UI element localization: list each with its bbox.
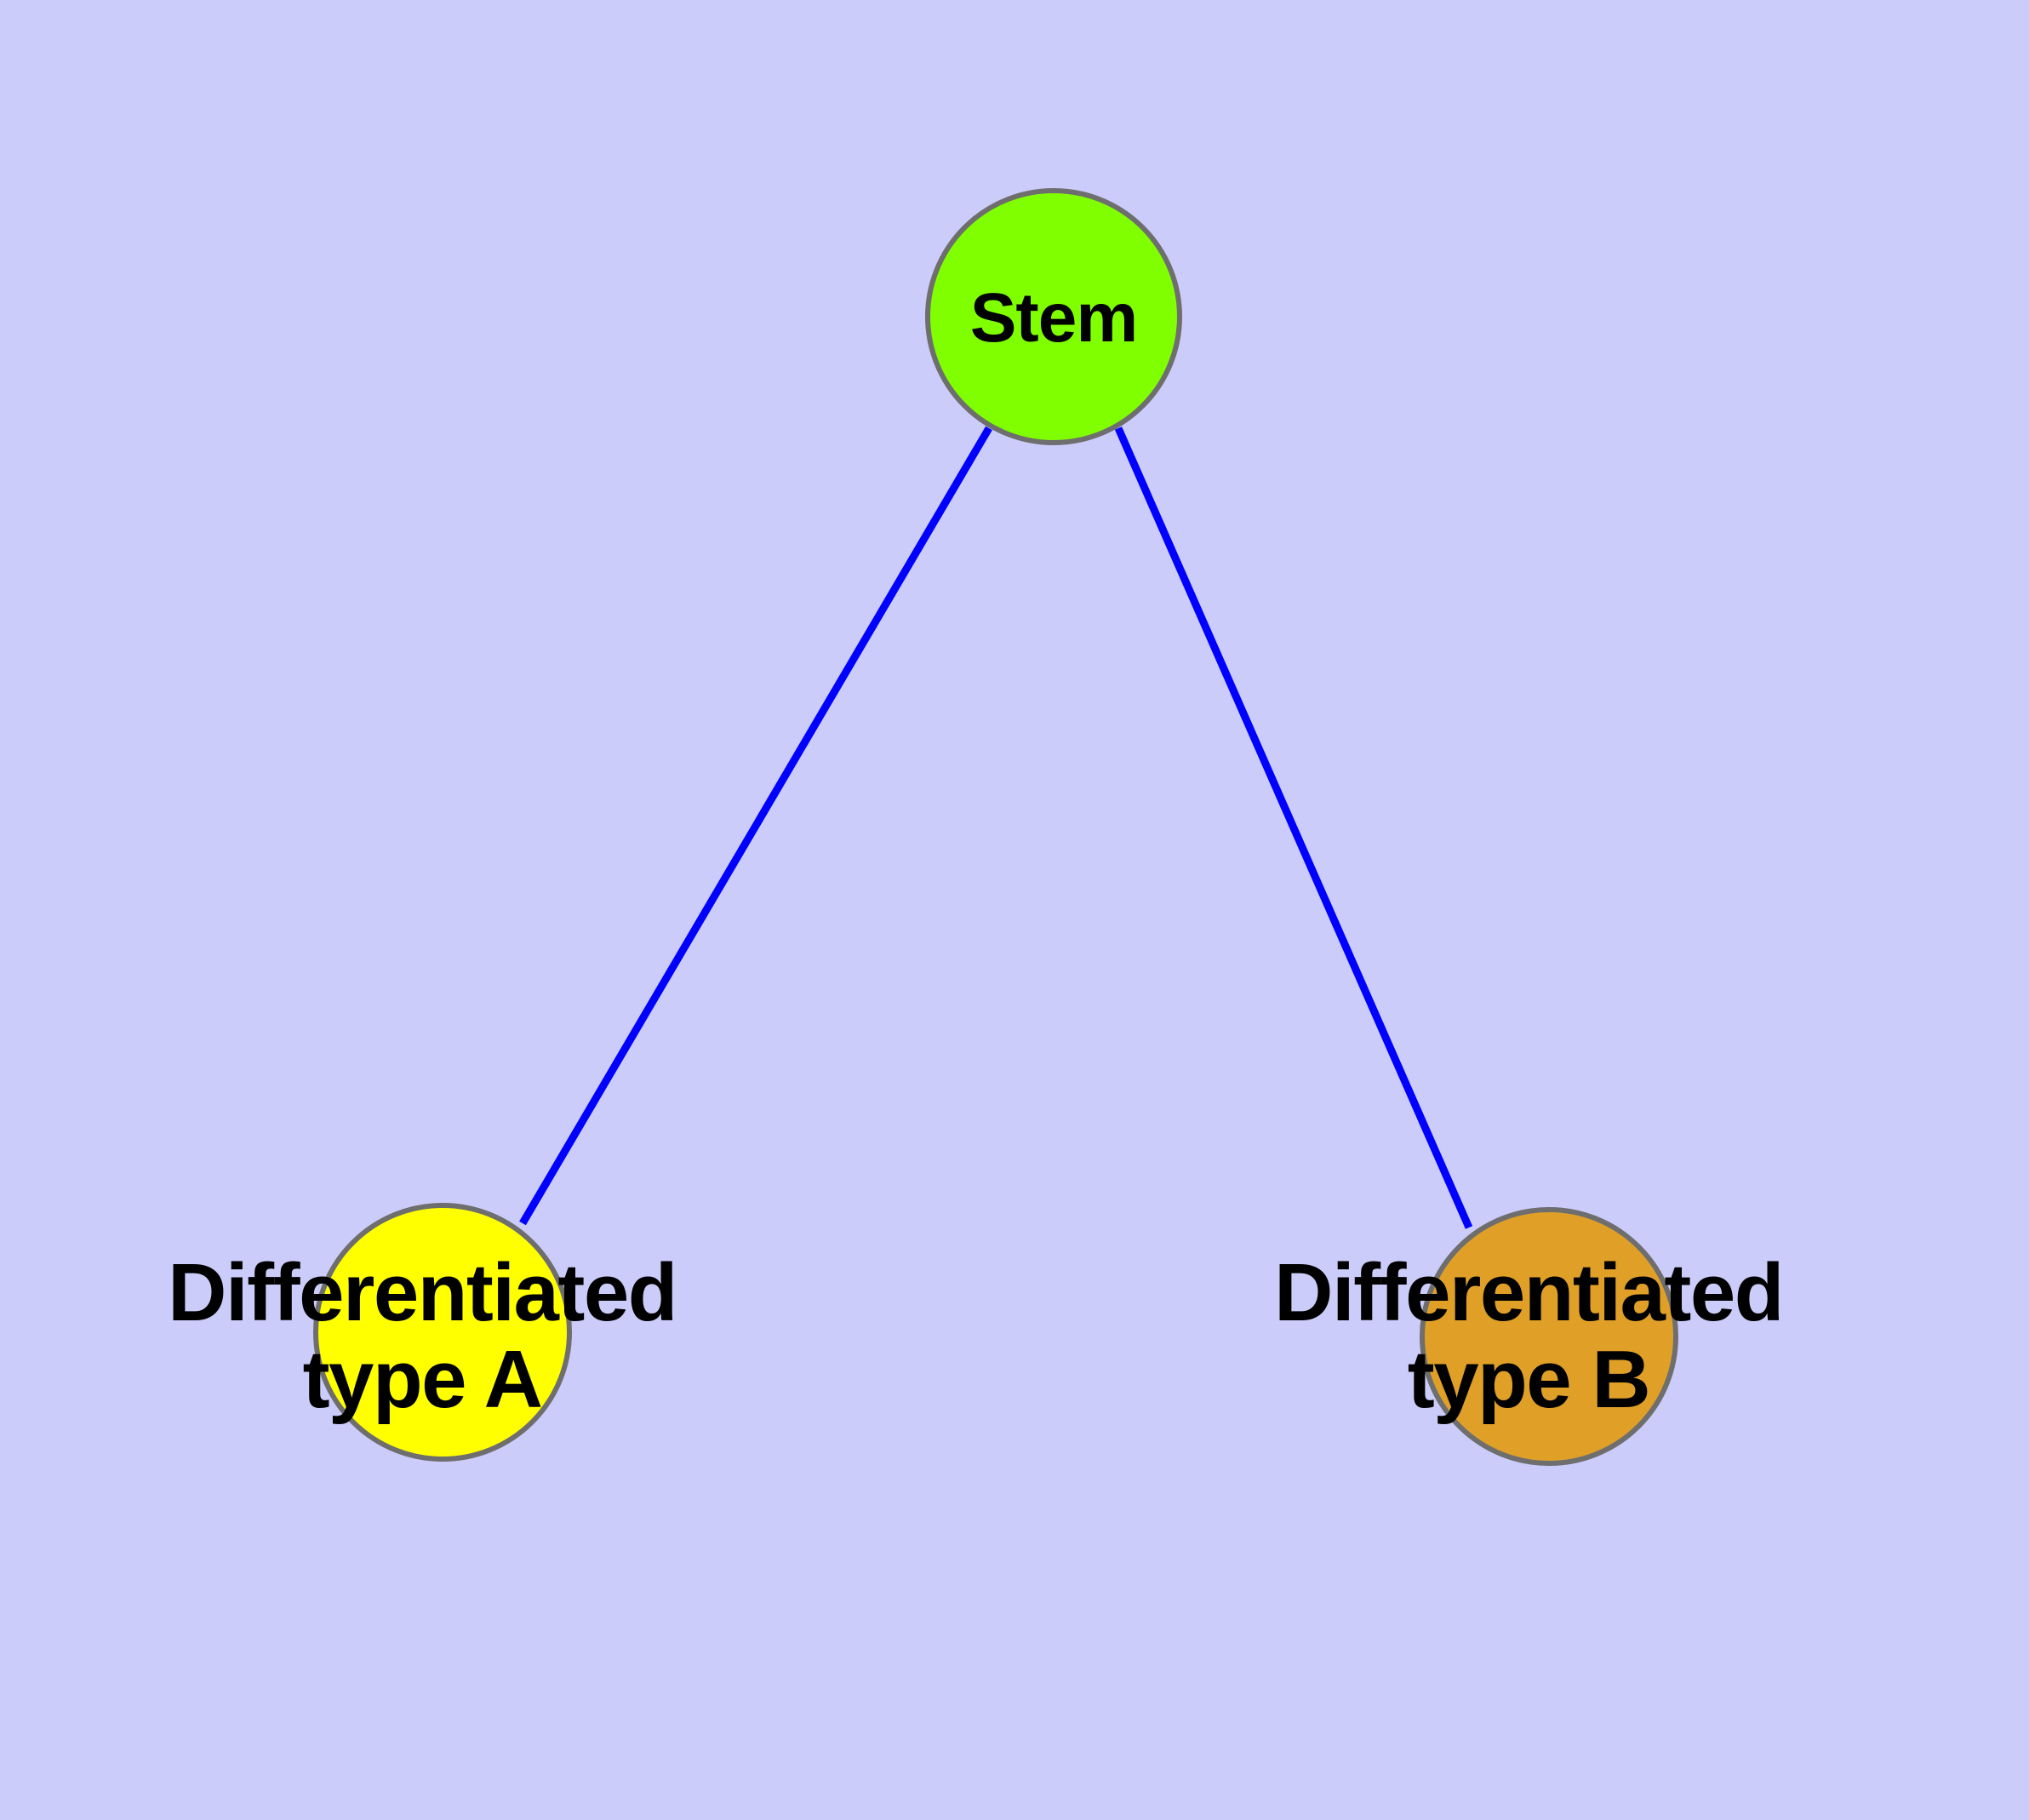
node-layer: [313, 188, 1678, 1466]
node-stem-circle[interactable]: [925, 188, 1182, 445]
edge-stem-to-diff-a[interactable]: [519, 426, 992, 1226]
edge-stem-to-diff-b[interactable]: [1114, 426, 1473, 1229]
node-diff-b-circle[interactable]: [1420, 1207, 1678, 1466]
node-diff-a-circle[interactable]: [313, 1203, 572, 1462]
edge-layer: [519, 426, 1473, 1229]
